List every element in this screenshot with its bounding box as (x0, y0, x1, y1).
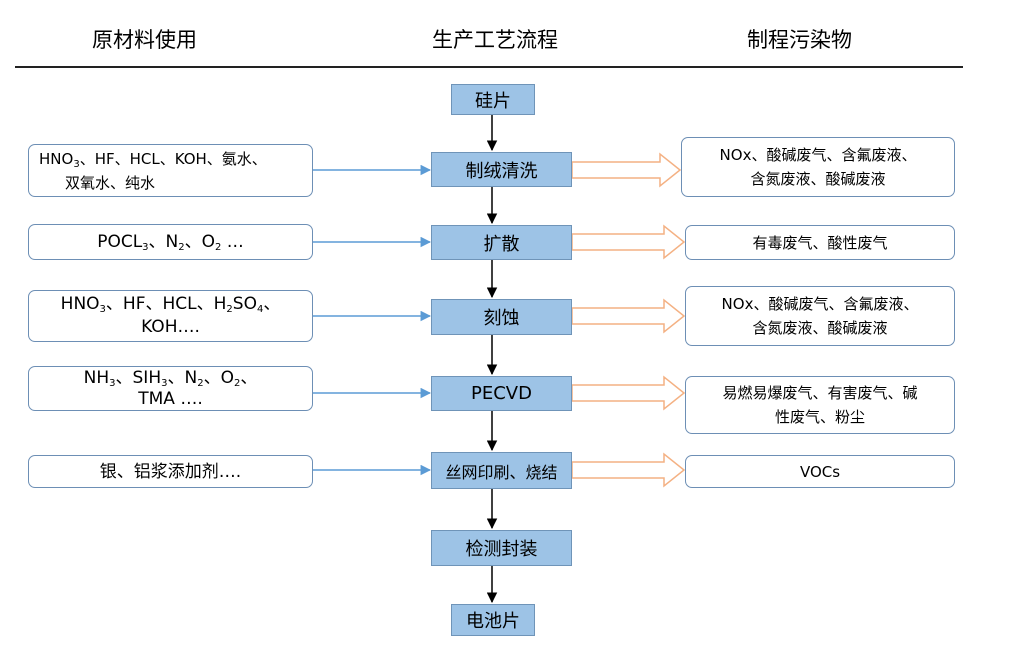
step-etching: 刻蚀 (431, 299, 572, 335)
materials-etching: HNO3、HF、HCL、H2SO4、 KOH…. (28, 290, 313, 342)
materials-texturing: HNO3、HF、HCL、KOH、氨水、 双氧水、纯水 (28, 144, 313, 197)
pollutants-texturing: NOx、酸碱废气、含氟废液、 含氮废液、酸碱废液 (681, 137, 955, 197)
materials-printing: 银、铝浆添加剂…. (28, 455, 313, 488)
output-arrow (571, 152, 682, 188)
header-divider (15, 66, 963, 68)
pollutants-diffusion: 有毒废气、酸性废气 (685, 225, 955, 260)
step-texturing: 制绒清洗 (431, 152, 572, 187)
pollutants-printing: VOCs (685, 455, 955, 488)
output-arrow (571, 452, 686, 488)
step-testing: 检测封装 (431, 530, 572, 566)
output-arrow (571, 375, 686, 411)
step-diffusion: 扩散 (431, 225, 572, 260)
output-arrow (571, 298, 686, 334)
header-materials: 原材料使用 (92, 28, 197, 52)
step-cell: 电池片 (451, 604, 535, 636)
output-arrow (571, 224, 686, 260)
step-wafer: 硅片 (451, 84, 535, 115)
step-pecvd: PECVD (431, 376, 572, 411)
pollutants-etching: NOx、酸碱废气、含氟废液、 含氮废液、酸碱废液 (685, 286, 955, 346)
pollutants-pecvd: 易燃易爆废气、有害废气、碱 性废气、粉尘 (685, 376, 955, 434)
header-pollutants: 制程污染物 (747, 28, 852, 52)
step-printing: 丝网印刷、烧结 (431, 452, 572, 489)
header-process: 生产工艺流程 (432, 28, 558, 52)
materials-pecvd: NH3、SIH3、N2、O2、 TMA …. (28, 366, 313, 411)
materials-diffusion: POCL3、N2、O2 … (28, 224, 313, 260)
